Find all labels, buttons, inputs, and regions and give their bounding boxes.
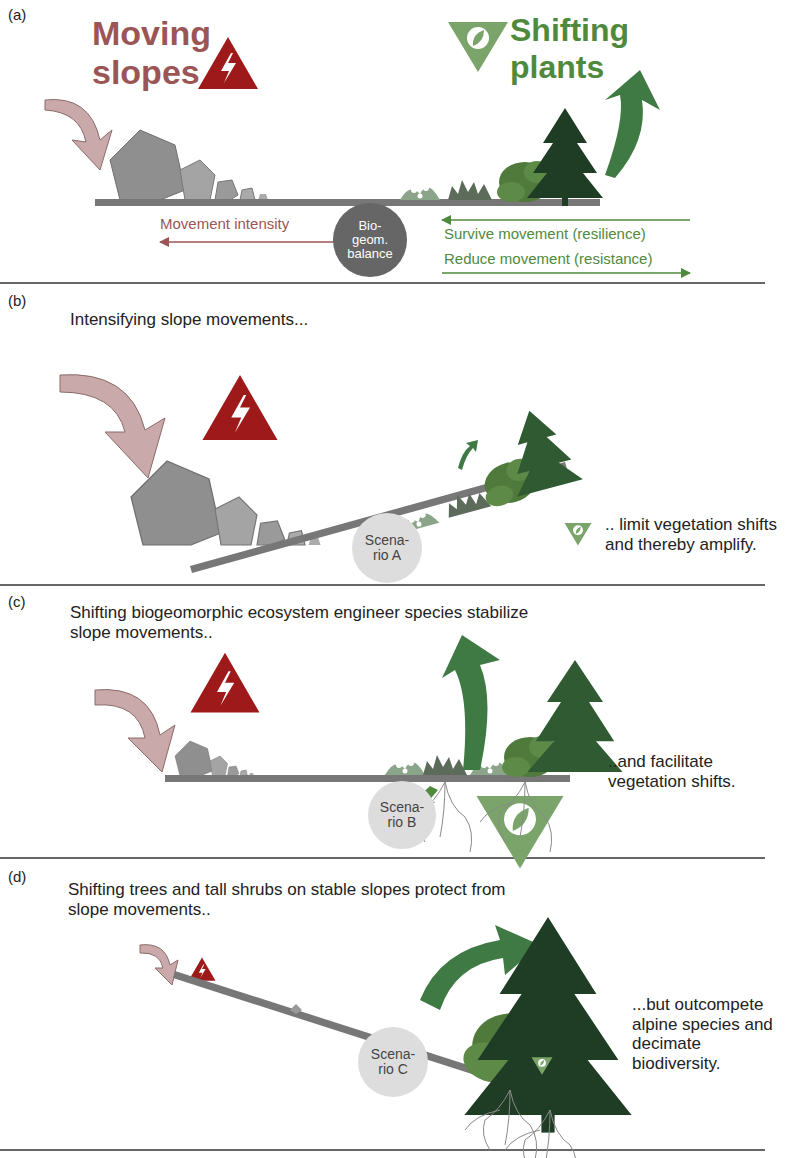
circle-text: Scena- rio A [362,533,412,564]
circle-text: Scena- rio B [377,800,427,831]
scenario-circle: Scena- rio B [368,781,436,849]
heading: Moving slopes [92,14,262,92]
note: ..and facilitate vegetation shifts. [608,752,768,791]
note: Shifting trees and tall shrubs on stable… [68,880,508,919]
heading: Shifting plants [510,12,680,86]
scenario-circle: Scena- rio A [352,513,422,583]
scenario-circle: Bio- geom. balance [333,203,406,276]
note: ...but outcompete alpine species and dec… [632,995,782,1073]
scenario-circle: Scena- rio C [358,1027,428,1097]
note: .. limit vegetation shifts and thereby a… [605,515,785,554]
arrow-label: Reduce movement (resistance) [444,250,652,267]
arrow-label: Movement intensity [160,215,289,232]
note: Shifting biogeomorphic ecosystem enginee… [70,603,530,642]
panel-letter: (d) [8,868,26,885]
note: Intensifying slope movements... [70,310,308,330]
circle-text: Bio- geom. balance [344,219,396,262]
circle-text: Scena- rio C [368,1047,418,1078]
arrow-label: Survive movement (resilience) [444,225,646,242]
panel-letter: (c) [8,593,26,610]
panel-letter: (a) [8,6,26,23]
panel-letter: (b) [8,292,26,309]
